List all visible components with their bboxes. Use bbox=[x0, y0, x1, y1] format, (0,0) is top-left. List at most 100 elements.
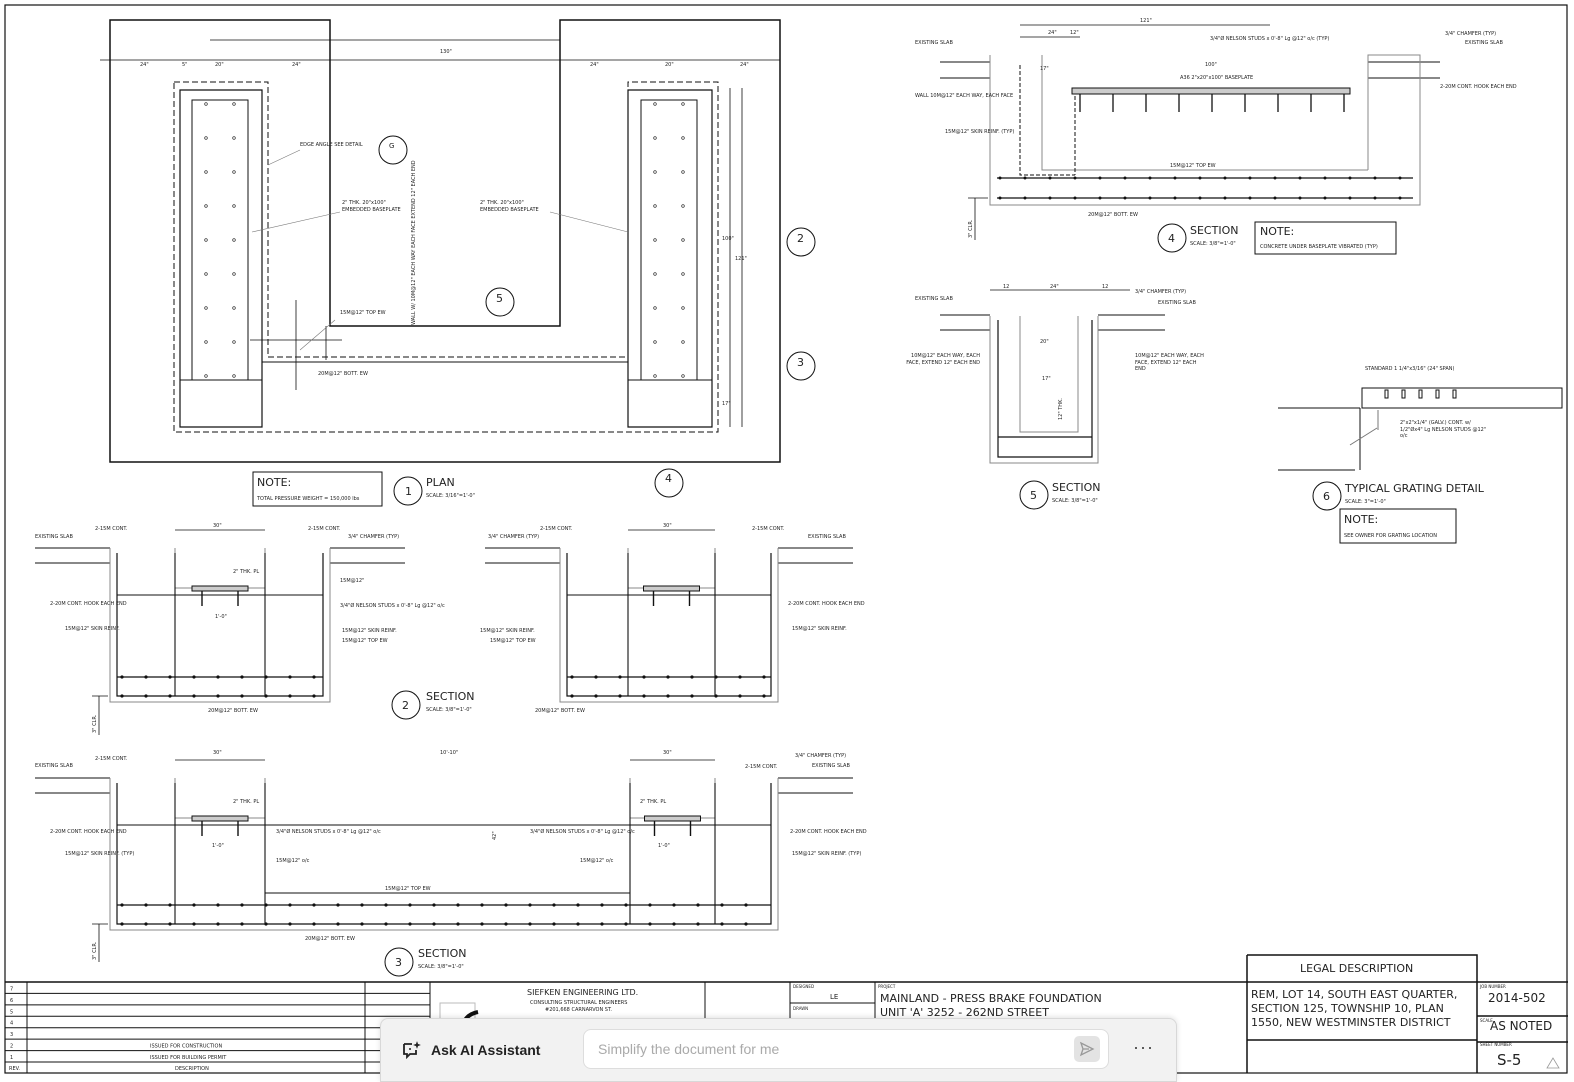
pit-lines bbox=[180, 361, 712, 381]
label-cont-2: 2-15M CONT. bbox=[745, 764, 778, 770]
rebar-dot bbox=[288, 922, 292, 926]
rebar-dot bbox=[216, 922, 220, 926]
stud-dot bbox=[232, 136, 236, 140]
section-outline bbox=[109, 548, 331, 703]
dim-1-0: 1'-0" bbox=[215, 614, 227, 620]
rebar-dot bbox=[720, 922, 724, 926]
section-marker-2[interactable] bbox=[786, 227, 816, 257]
rebar-dot bbox=[312, 694, 316, 698]
rebar-dot bbox=[456, 903, 460, 907]
dim-12b: 12 bbox=[1102, 284, 1108, 290]
label-top: 15M@12" TOP EW bbox=[1170, 163, 1216, 169]
notch-outline bbox=[627, 548, 716, 589]
rebar-dot bbox=[168, 675, 172, 679]
stud-dot bbox=[681, 102, 685, 106]
view-number-circle bbox=[1019, 480, 1049, 510]
rebar-dot bbox=[600, 903, 604, 907]
rebar-dot bbox=[336, 903, 340, 907]
dim-17: 17" bbox=[1040, 66, 1049, 72]
dim-clear-cover: 3" CLR. bbox=[92, 941, 98, 960]
label-baseplate-right: 2" THK. 20"x100" EMBEDDED BASEPLATE bbox=[480, 200, 539, 213]
rebar-dot bbox=[120, 675, 124, 679]
job-value: 2014-502 bbox=[1488, 991, 1546, 1005]
rebar-dot bbox=[738, 694, 742, 698]
rebar-dot bbox=[336, 922, 340, 926]
rebar-dot bbox=[576, 922, 580, 926]
label-studs-2: 3/4"Ø NELSON STUDS x 0'-8" Lg @12" o/c bbox=[530, 828, 635, 835]
section-marker-3[interactable] bbox=[786, 351, 816, 381]
designed-label: DESIGNED bbox=[793, 984, 814, 989]
label-cont-3: 2-15M CONT. bbox=[540, 526, 573, 532]
stud-dot bbox=[204, 272, 208, 276]
section-3-labels: 3" CLR. EXISTING SLAB 2-15M CONT. 2-15M … bbox=[35, 750, 867, 977]
slab-edge bbox=[1278, 407, 1361, 471]
section-2-labels: 3" CLR. EXISTING SLAB 2-15M CONT. 2-15M … bbox=[35, 523, 865, 735]
rebar-dot bbox=[570, 694, 574, 698]
ai-prompt-input[interactable] bbox=[596, 1040, 1060, 1058]
rebar-dot bbox=[384, 922, 388, 926]
rebar-dot bbox=[762, 675, 766, 679]
label-baseplate-left: 2" THK. 20"x100" EMBEDDED BASEPLATE bbox=[342, 200, 401, 213]
stud-dot bbox=[204, 340, 208, 344]
section-2-left bbox=[35, 529, 405, 703]
label-chamfer: 3/4" CHAMFER (TYP) bbox=[348, 534, 399, 540]
marker-text: G bbox=[389, 142, 394, 150]
section4-number: 4 bbox=[1168, 232, 1175, 245]
drawn-label: DRAWN bbox=[793, 1006, 808, 1011]
more-options-button[interactable]: ··· bbox=[1133, 1037, 1154, 1057]
notch-outline bbox=[629, 778, 716, 819]
marker-text: 2 bbox=[797, 232, 804, 245]
stud-dot bbox=[681, 136, 685, 140]
rebar bbox=[116, 553, 324, 697]
stud-dot bbox=[653, 102, 657, 106]
rebar-dot bbox=[120, 922, 124, 926]
label-existing-slab: EXISTING SLAB bbox=[35, 534, 73, 540]
revision-number: 1 bbox=[10, 1055, 13, 1061]
rebar-dot bbox=[696, 903, 700, 907]
label-studs: 3/4"Ø NELSON STUDS x 0'-8" Lg @12" o/c (… bbox=[1210, 35, 1329, 42]
ask-ai-assistant-button[interactable]: Ask AI Assistant bbox=[401, 1041, 581, 1059]
section-4-outline bbox=[989, 54, 1421, 206]
label-existing-slab-right: EXISTING SLAB bbox=[1158, 300, 1196, 306]
stud-dot bbox=[681, 306, 685, 310]
stud-dot bbox=[653, 136, 657, 140]
section-marker-4[interactable] bbox=[654, 468, 684, 498]
label-wall: WALL W/ 10M@12" EACH WAY EACH FACE EXTEN… bbox=[411, 160, 417, 325]
detail-marker-g[interactable] bbox=[378, 135, 408, 165]
stud-dot bbox=[232, 340, 236, 344]
stud-dot bbox=[681, 204, 685, 208]
rebar-dot bbox=[594, 675, 598, 679]
rebar-dot bbox=[264, 922, 268, 926]
rebar-dot bbox=[594, 694, 598, 698]
ai-assistant-bar: Ask AI Assistant ··· bbox=[380, 1018, 1177, 1082]
section-marker-5[interactable] bbox=[485, 287, 515, 317]
existing-slab-lines bbox=[485, 547, 853, 564]
dim-42: 42" bbox=[492, 831, 498, 840]
notch-outline bbox=[174, 778, 266, 819]
project-line-2: UNIT 'A' 3252 - 262ND STREET bbox=[880, 1006, 1049, 1019]
rebar-dot bbox=[456, 922, 460, 926]
dim-30: 30" bbox=[213, 750, 222, 756]
plan-note-text: TOTAL PRESSURE WEIGHT = 150,000 lbs bbox=[256, 496, 360, 502]
label-left-rebar: 10M@12" EACH WAY, EACH FACE, EXTEND 12" … bbox=[906, 353, 980, 366]
rebar-dot bbox=[666, 675, 670, 679]
label-angle: 2"x2"x1/4" (GALV.) CONT. w/ 1/2"Øx4" Lg … bbox=[1400, 420, 1487, 439]
rebar-dot bbox=[618, 694, 622, 698]
rebar-dot bbox=[696, 922, 700, 926]
section2-title: SECTION bbox=[426, 690, 474, 703]
dim-121: 121" bbox=[735, 256, 747, 262]
label-top-2: 15M@12" TOP EW bbox=[490, 638, 536, 644]
rebar bbox=[116, 783, 772, 925]
slab-outline bbox=[109, 19, 781, 463]
label-skin: 15M@12" SKIN REINF. (TYP) bbox=[945, 129, 1014, 135]
stud-dot bbox=[232, 170, 236, 174]
plan-title: PLAN bbox=[426, 476, 455, 489]
dim-24: 24" bbox=[1050, 284, 1059, 290]
project-label: PROJECT bbox=[878, 984, 896, 989]
label-hook: 2-20M CONT. HOOK EACH END bbox=[50, 601, 127, 607]
baseplate bbox=[1071, 87, 1351, 95]
label-top: 15M@12" TOP EW bbox=[385, 886, 431, 892]
section5-title: SECTION bbox=[1052, 481, 1100, 494]
send-button[interactable] bbox=[1074, 1036, 1100, 1062]
